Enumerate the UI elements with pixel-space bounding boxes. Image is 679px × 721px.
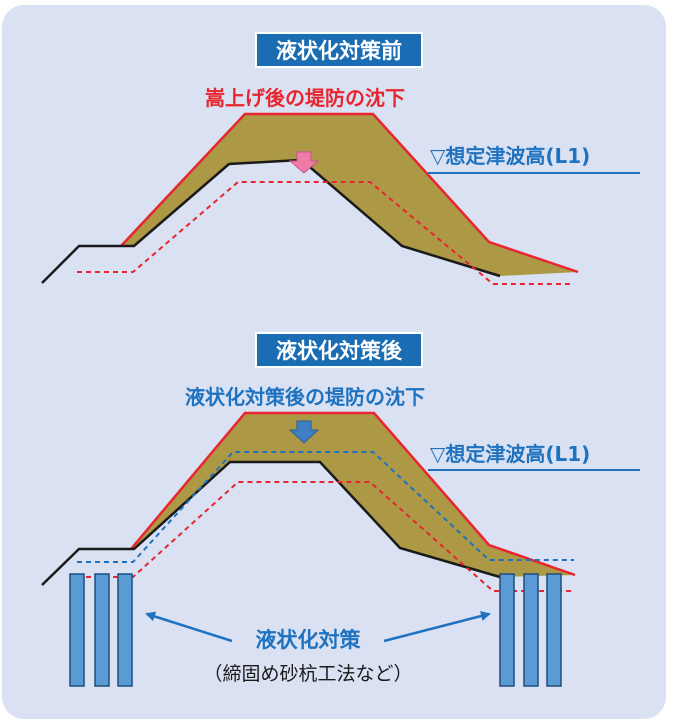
- before-tsunami-label: ▽想定津波高(L1): [430, 144, 590, 168]
- after-caption: 液状化対策後の堤防の沈下: [185, 385, 425, 409]
- before-ground-line: [41, 158, 501, 284]
- before-caption: 嵩上げ後の堤防の沈下: [205, 86, 405, 110]
- measure-note: （締固め砂杭工法など）: [203, 663, 412, 685]
- right-piles: [499, 573, 562, 687]
- pile: [94, 573, 110, 687]
- after-diagram: 液状化対策後 液状化対策後の堤防の沈下 ▽想定津波高(L1): [41, 332, 640, 687]
- pile: [546, 573, 562, 687]
- after-badge-box: [255, 332, 423, 368]
- left-pointer-arrow: [145, 611, 233, 643]
- before-settled-line: [77, 181, 574, 285]
- after-ground-line: [41, 460, 501, 586]
- after-raised-surface: [130, 411, 576, 577]
- after-badge: 液状化対策後: [276, 339, 403, 363]
- pile: [69, 573, 85, 687]
- measure-label: 液状化対策: [256, 628, 362, 652]
- before-embankment-fill: [121, 114, 578, 276]
- before-diagram: 液状化対策前 嵩上げ後の堤防の沈下 ▽想定津波高(L1): [41, 32, 640, 285]
- after-tsunami-label: ▽想定津波高(L1): [430, 442, 590, 466]
- pile: [523, 573, 539, 687]
- before-raised-surface: [120, 112, 579, 274]
- before-badge-box: [255, 32, 423, 68]
- right-pointer-arrow: [383, 611, 491, 643]
- after-settlement-arrow: [288, 420, 320, 444]
- before-badge: 液状化対策前: [276, 39, 402, 63]
- left-piles: [69, 573, 133, 687]
- pile: [499, 573, 515, 687]
- after-settled-line-blue: [77, 451, 574, 563]
- pile: [117, 573, 133, 687]
- before-settlement-arrow: [288, 151, 320, 174]
